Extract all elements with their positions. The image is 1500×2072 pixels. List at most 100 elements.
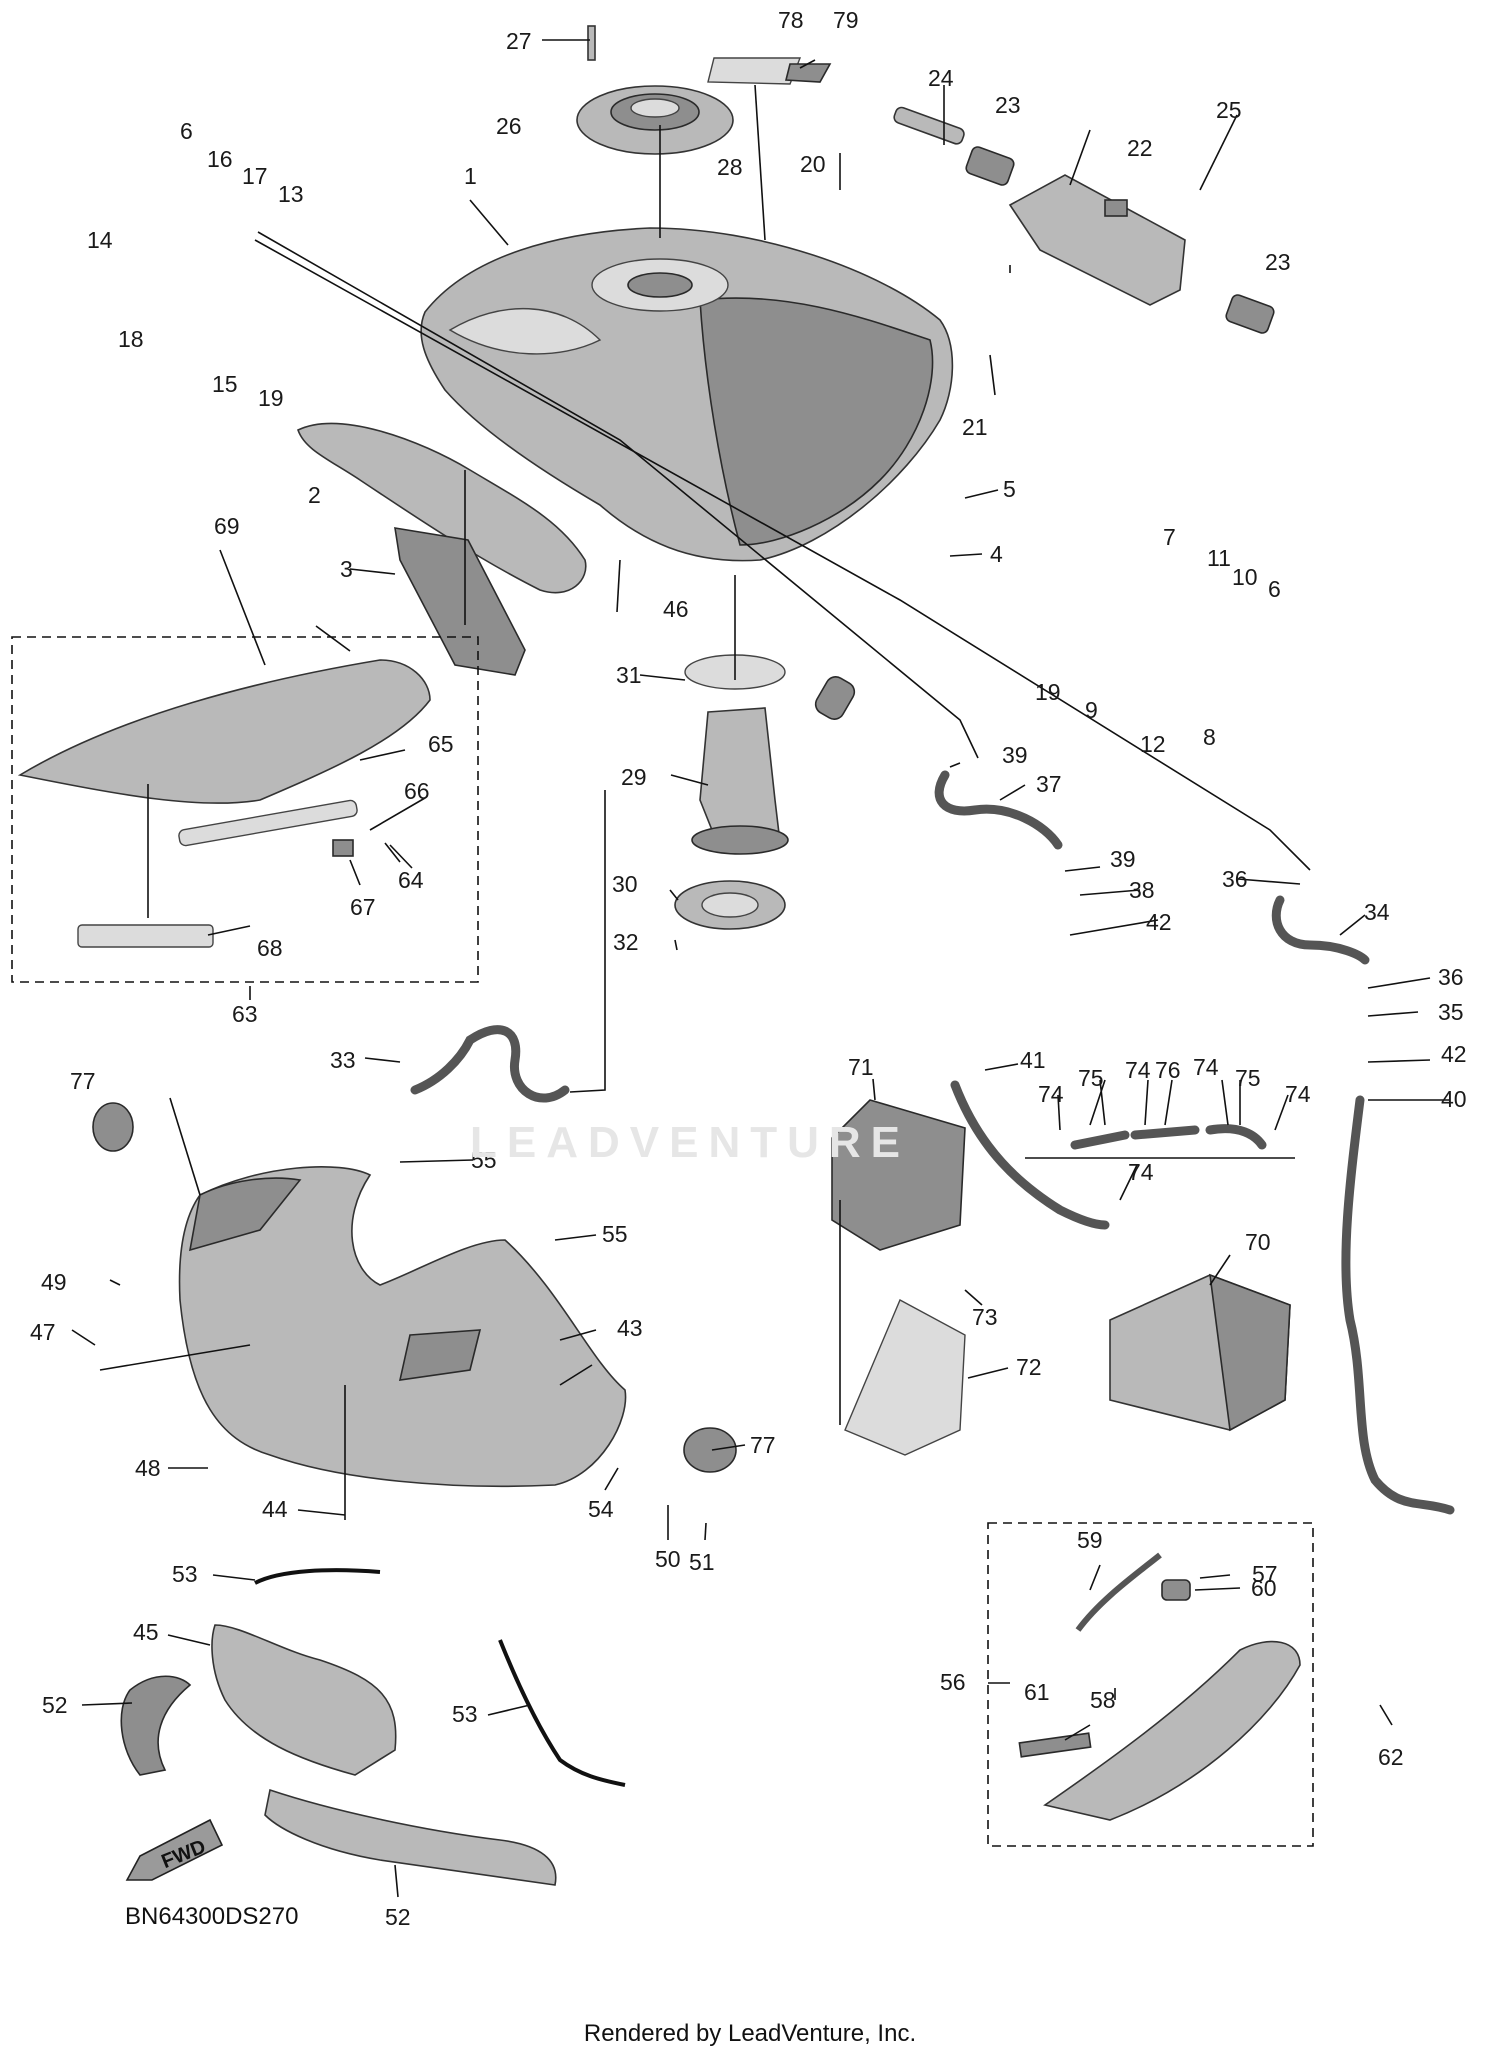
charcoal-canister-part bbox=[1109, 1273, 1291, 1432]
callout-71: 71 bbox=[848, 1054, 874, 1080]
callout-23: 23 bbox=[1265, 249, 1291, 275]
footer-credit: Rendered by LeadVenture, Inc. bbox=[583, 2020, 917, 2047]
callout-29: 29 bbox=[621, 764, 647, 790]
callout-6: 6 bbox=[180, 118, 193, 144]
callout-2: 2 bbox=[308, 482, 321, 508]
callout-33: 33 bbox=[330, 1047, 356, 1073]
cap-bolt-part bbox=[587, 25, 596, 61]
callout-74: 74 bbox=[1128, 1159, 1154, 1185]
callout-14: 14 bbox=[87, 227, 113, 253]
vent-hose-part bbox=[950, 1080, 1110, 1230]
callout-74: 74 bbox=[1125, 1057, 1151, 1083]
callout-5: 5 bbox=[1003, 476, 1016, 502]
callout-44: 44 bbox=[262, 1496, 288, 1522]
callout-17: 17 bbox=[242, 163, 268, 189]
heat-shield-part bbox=[297, 422, 587, 594]
callout-66: 66 bbox=[404, 778, 430, 804]
drain-hose-part bbox=[1341, 1095, 1455, 1515]
canister-bracket-part bbox=[831, 1099, 966, 1251]
callout-15: 15 bbox=[212, 371, 238, 397]
callout-36: 36 bbox=[1438, 964, 1464, 990]
side-trim-part bbox=[120, 1675, 192, 1776]
callout-76: 76 bbox=[1155, 1057, 1181, 1083]
fuel-tank-part bbox=[420, 227, 954, 562]
panel-strip-part bbox=[1018, 1732, 1092, 1758]
callout-36: 36 bbox=[1222, 866, 1248, 892]
callout-41: 41 bbox=[1020, 1047, 1046, 1073]
callout-48: 48 bbox=[135, 1455, 161, 1481]
callout-8: 8 bbox=[1203, 724, 1216, 750]
callout-58: 58 bbox=[1090, 1687, 1116, 1713]
diagram-code: BN64300DS270 bbox=[125, 1903, 299, 1930]
callout-47: 47 bbox=[30, 1319, 56, 1345]
fuel-pump-part bbox=[691, 676, 856, 855]
callout-22: 22 bbox=[1127, 135, 1153, 161]
panel-grommet-part bbox=[1161, 1579, 1191, 1601]
callout-39: 39 bbox=[1110, 846, 1136, 872]
cover-strip-part bbox=[178, 799, 358, 847]
callout-78: 78 bbox=[778, 7, 804, 33]
callout-12: 12 bbox=[1140, 731, 1166, 757]
callout-43: 43 bbox=[617, 1315, 643, 1341]
callout-56: 56 bbox=[940, 1669, 966, 1695]
callout-10: 10 bbox=[1232, 564, 1258, 590]
callout-45: 45 bbox=[133, 1619, 159, 1645]
callout-7: 7 bbox=[1163, 524, 1176, 550]
callout-42: 42 bbox=[1441, 1041, 1467, 1067]
collar-part bbox=[893, 106, 965, 145]
pump-harness-part bbox=[410, 1025, 570, 1103]
callout-74: 74 bbox=[1193, 1054, 1219, 1080]
callout-6: 6 bbox=[1268, 576, 1281, 602]
callout-39: 39 bbox=[1002, 742, 1028, 768]
info-label-part bbox=[784, 63, 832, 83]
callout-labels: 1 2 3 4 5 6 6 7 8 9 10 11 12 13 14 15 16… bbox=[30, 7, 1467, 1930]
canister-hose-part bbox=[1205, 1124, 1267, 1150]
callout-70: 70 bbox=[1245, 1229, 1271, 1255]
callout-3: 3 bbox=[340, 556, 353, 582]
callout-77: 77 bbox=[70, 1068, 96, 1094]
cover-clip-part bbox=[332, 839, 354, 857]
callout-9: 9 bbox=[1085, 697, 1098, 723]
callout-57: 57 bbox=[1252, 1561, 1278, 1587]
callout-62: 62 bbox=[1378, 1744, 1404, 1770]
caution-label-part bbox=[707, 57, 802, 85]
callout-21: 21 bbox=[962, 414, 988, 440]
callout-74: 74 bbox=[1285, 1081, 1311, 1107]
callout-53: 53 bbox=[172, 1561, 198, 1587]
callout-75: 75 bbox=[1078, 1065, 1104, 1091]
return-hose-part bbox=[1271, 895, 1370, 965]
callout-40: 40 bbox=[1441, 1086, 1467, 1112]
group-box-56 bbox=[987, 1522, 1314, 1847]
side-cover-part bbox=[17, 659, 431, 804]
callout-54: 54 bbox=[588, 1496, 614, 1522]
callout-38: 38 bbox=[1129, 877, 1155, 903]
damper-part bbox=[965, 146, 1015, 186]
callout-55: 55 bbox=[602, 1221, 628, 1247]
callout-67: 67 bbox=[350, 894, 376, 920]
group-box-63 bbox=[11, 636, 479, 983]
callout-13: 13 bbox=[278, 181, 304, 207]
callout-68: 68 bbox=[257, 935, 283, 961]
callout-75: 75 bbox=[1235, 1065, 1261, 1091]
callout-73: 73 bbox=[972, 1304, 998, 1330]
trim-strip-part bbox=[498, 1639, 626, 1787]
callout-61: 61 bbox=[1024, 1679, 1050, 1705]
callout-30: 30 bbox=[612, 871, 638, 897]
tank-pad-part bbox=[394, 527, 526, 676]
watermark-text: LEADVENTURE bbox=[470, 1118, 911, 1167]
callout-42: 42 bbox=[1146, 909, 1172, 935]
callout-59: 59 bbox=[1077, 1527, 1103, 1553]
callout-11: 11 bbox=[1207, 545, 1231, 571]
callout-32: 32 bbox=[613, 929, 639, 955]
callout-52: 52 bbox=[385, 1904, 411, 1930]
tank-bracket-part bbox=[1008, 174, 1186, 306]
cover-strip-part bbox=[77, 924, 214, 948]
callout-34: 34 bbox=[1364, 899, 1390, 925]
callout-26: 26 bbox=[496, 113, 522, 139]
side-panel-part bbox=[1043, 1640, 1301, 1821]
callout-20: 20 bbox=[800, 151, 826, 177]
inner-panel-part bbox=[211, 1624, 397, 1776]
callout-74: 74 bbox=[1038, 1081, 1064, 1107]
callout-77: 77 bbox=[750, 1432, 776, 1458]
callout-55: 55 bbox=[471, 1147, 497, 1173]
